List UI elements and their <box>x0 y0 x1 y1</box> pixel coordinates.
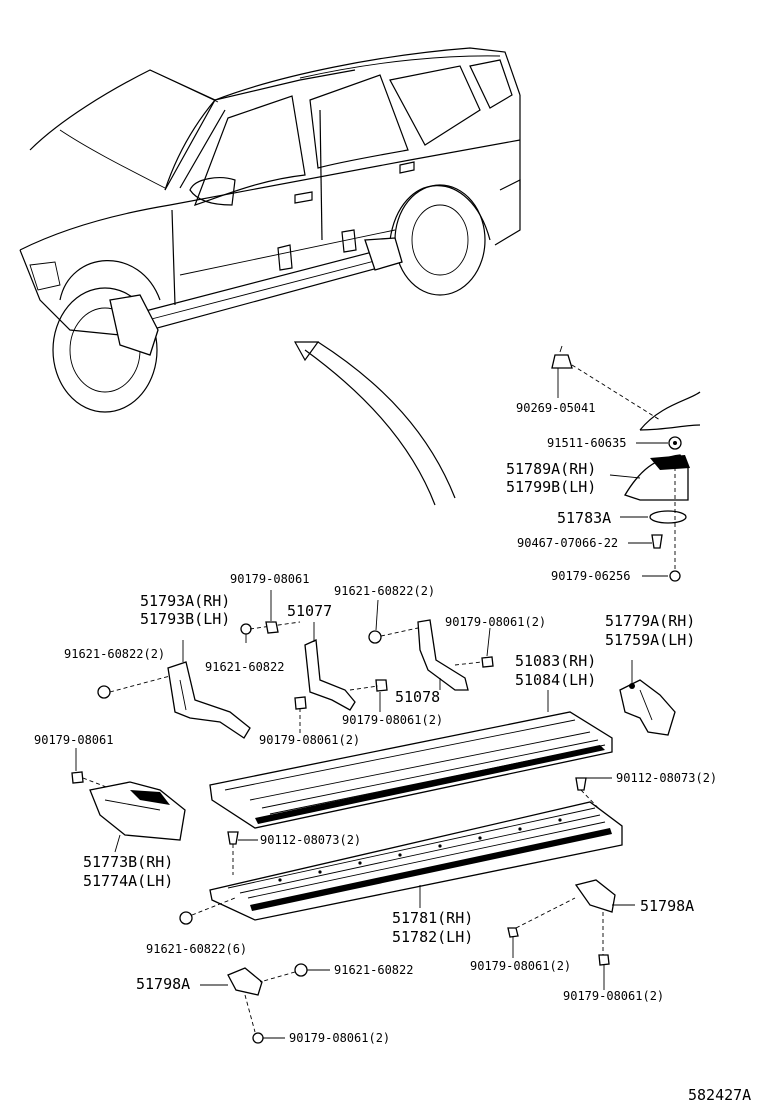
label-51798-left: 51798A <box>136 975 190 993</box>
label-91621-6: 91621-60822(6) <box>146 942 247 956</box>
label-90179-2c: 90179-08061(2) <box>259 733 360 747</box>
label-51078: 51078 <box>395 688 440 706</box>
step-board-top <box>209 690 613 829</box>
label-51782: 51782(LH) <box>392 928 473 946</box>
label-51783: 51783A <box>557 509 611 527</box>
diagram-id: 582427A <box>688 1086 751 1104</box>
label-51759: 51759A(LH) <box>605 631 695 649</box>
label-90179-2b: 90179-08061(2) <box>342 713 443 727</box>
label-90179-2e: 90179-08061(2) <box>563 989 664 1003</box>
label-51084: 51084(LH) <box>515 671 596 689</box>
rear-mudguard-group <box>551 345 701 582</box>
label-51798-right: 51798A <box>640 897 694 915</box>
label-51793b: 51793B(LH) <box>140 610 230 628</box>
label-91621-2b: 91621-60822(2) <box>64 647 165 661</box>
label-90179-top: 90179-08061 <box>230 572 309 586</box>
bracket-group <box>97 590 494 739</box>
label-91621-2a: 91621-60822(2) <box>334 584 435 598</box>
vehicle-illustration <box>19 47 521 506</box>
lower-bracket-right <box>507 879 635 990</box>
label-90179-06256: 90179-06256 <box>551 569 630 583</box>
label-91621-bottom: 91621-60822 <box>334 963 413 977</box>
label-51779: 51779A(RH) <box>605 612 695 630</box>
part-labels: 90269-05041 91511-60635 51789A(RH) 51799… <box>34 401 751 1104</box>
label-51077: 51077 <box>287 602 332 620</box>
label-90179-2a: 90179-08061(2) <box>445 615 546 629</box>
label-90179-2f: 90179-08061(2) <box>289 1031 390 1045</box>
label-90179-2d: 90179-08061(2) <box>470 959 571 973</box>
label-90112-left: 90112-08073(2) <box>260 833 361 847</box>
label-51793a: 51793A(RH) <box>140 592 230 610</box>
label-51083: 51083(RH) <box>515 652 596 670</box>
label-51799: 51799B(LH) <box>506 478 596 496</box>
label-51789: 51789A(RH) <box>506 460 596 478</box>
label-91621-mid: 91621-60822 <box>205 660 284 674</box>
label-90179-left: 90179-08061 <box>34 733 113 747</box>
end-cap-group <box>619 660 676 736</box>
step-board-bottom <box>179 801 623 925</box>
label-51781: 51781(RH) <box>392 909 473 927</box>
label-51773: 51773B(RH) <box>83 853 173 871</box>
label-90269: 90269-05041 <box>516 401 595 415</box>
lower-bracket-left <box>200 963 330 1044</box>
front-mudguard-group <box>71 748 186 853</box>
label-51774: 51774A(LH) <box>83 872 173 890</box>
label-90467: 90467-07066-22 <box>517 536 618 550</box>
label-91511: 91511-60635 <box>547 436 626 450</box>
label-90112-right: 90112-08073(2) <box>616 771 717 785</box>
